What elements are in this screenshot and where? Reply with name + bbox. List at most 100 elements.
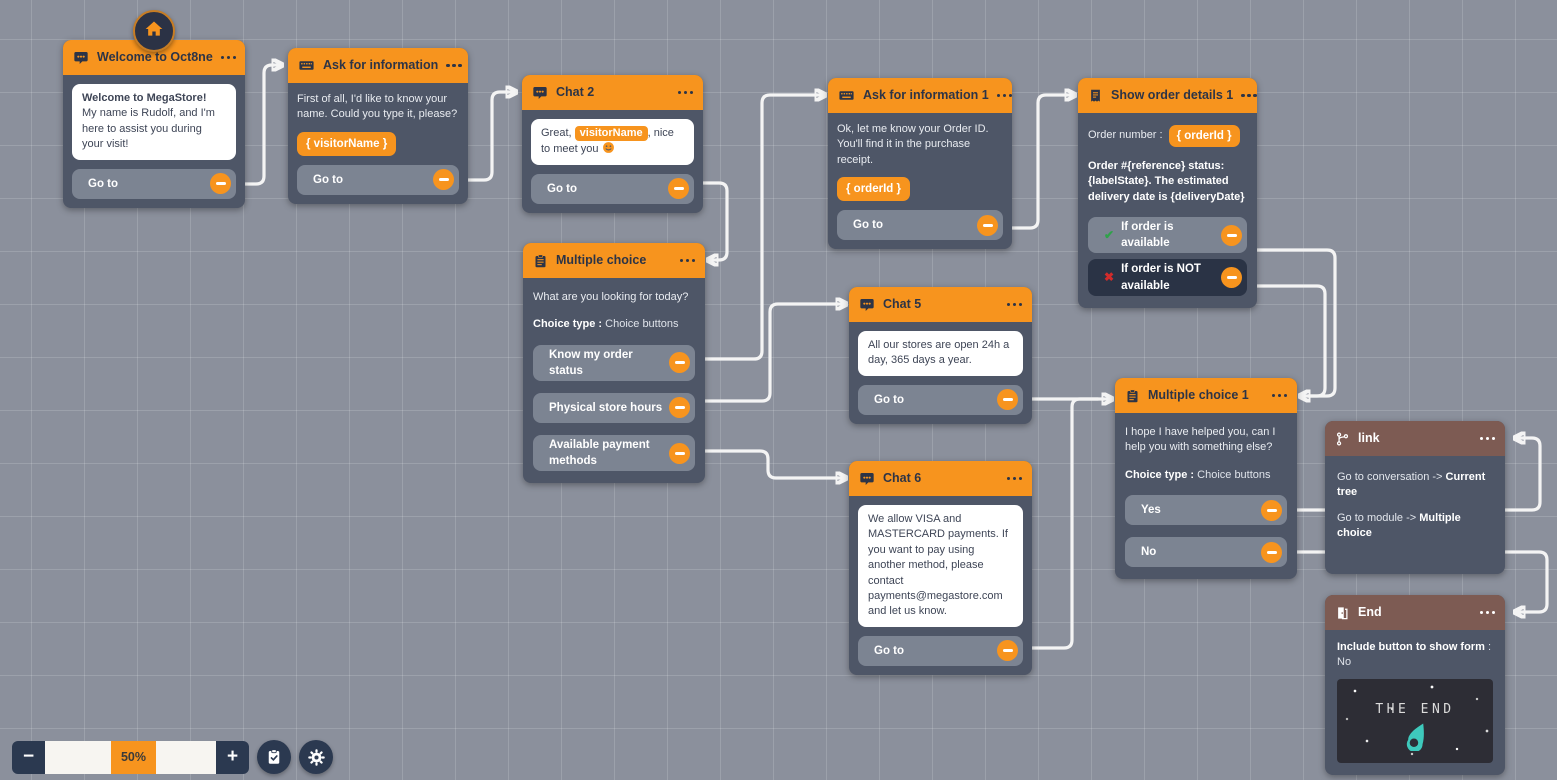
node-title: Multiple choice	[556, 252, 647, 267]
chat-message-card: All our stores are open 24h a day, 365 d…	[858, 331, 1023, 376]
remove-connection-icon[interactable]	[977, 214, 998, 236]
variable-tag: { orderId }	[837, 177, 910, 202]
node-multiple-choice-header[interactable]: Multiple choice	[523, 243, 705, 278]
node-title: Show order details 1	[1111, 87, 1234, 102]
zoom-slider[interactable]: 50%	[45, 740, 216, 774]
node-chat2-header[interactable]: Chat 2	[522, 75, 703, 110]
node-menu-icon[interactable]	[446, 63, 462, 68]
choice-option-button[interactable]: Yes	[1125, 495, 1287, 526]
home-icon	[144, 19, 164, 44]
node-welcome-header[interactable]: Welcome to Oct8ne	[63, 40, 245, 75]
node-end-header[interactable]: End	[1325, 595, 1505, 630]
node-ask-info1[interactable]: Ask for information 1 Ok, let me know yo…	[828, 78, 1013, 250]
message-body: My name is Rudolf, and I'm here to assis…	[82, 107, 215, 151]
variable-tag: { visitorName }	[297, 131, 397, 156]
include-form-line: Include button to show form : No	[1337, 641, 1491, 669]
node-chat2[interactable]: Chat 2 Great, visitorName, nice to meet …	[522, 75, 703, 213]
receipt-icon	[1091, 89, 1100, 102]
settings-button[interactable]	[299, 740, 333, 774]
node-show-order-details[interactable]: Show order details 1 Order number : { or…	[1078, 78, 1257, 308]
link-module-line: Go to module -> Multiple choice	[1337, 511, 1461, 540]
remove-connection-icon[interactable]	[997, 640, 1018, 662]
validate-flow-button[interactable]	[257, 740, 291, 774]
node-multiple-choice1-header[interactable]: Multiple choice 1	[1115, 378, 1297, 413]
node-chat6[interactable]: Chat 6 We allow VISA and MASTERCARD paym…	[849, 461, 1032, 675]
chat-icon	[74, 51, 88, 64]
question-text: Ok, let me know your Order ID. You'll fi…	[837, 123, 989, 166]
home-button[interactable]	[133, 10, 175, 52]
variable-chip: visitorName	[574, 126, 648, 142]
node-welcome[interactable]: Welcome to Oct8ne Welcome to MegaStore! …	[63, 40, 245, 208]
node-menu-icon[interactable]	[220, 55, 237, 60]
node-menu-icon[interactable]	[1479, 610, 1495, 615]
branch-icon	[1336, 431, 1349, 446]
node-multiple-choice[interactable]: Multiple choice What are you looking for…	[523, 243, 705, 484]
remove-connection-icon[interactable]	[1261, 499, 1282, 521]
chat-icon	[533, 86, 547, 99]
remove-connection-icon[interactable]	[669, 397, 690, 419]
order-status-text: Order #{reference} status: {labelState}.…	[1088, 160, 1245, 203]
chat-icon	[860, 472, 874, 485]
node-chat6-header[interactable]: Chat 6	[849, 461, 1032, 496]
node-title: Ask for information 1	[863, 87, 989, 102]
node-title: End	[1358, 604, 1382, 619]
node-menu-icon[interactable]	[1006, 476, 1022, 481]
node-title: Chat 5	[883, 296, 922, 311]
node-end[interactable]: End Include button to show form : No THE…	[1325, 595, 1505, 775]
node-chat5[interactable]: Chat 5 All our stores are open 24h a day…	[849, 287, 1032, 424]
node-link[interactable]: link Go to conversation -> Current tree …	[1325, 421, 1505, 574]
remove-connection-icon[interactable]	[997, 389, 1018, 411]
zoom-out-button[interactable]: −	[12, 740, 45, 774]
zoom-level-badge[interactable]: 50%	[111, 740, 156, 774]
question-text: What are you looking for today?	[533, 291, 689, 303]
remove-connection-icon[interactable]	[433, 169, 454, 191]
node-menu-icon[interactable]	[679, 258, 695, 263]
node-menu-icon[interactable]	[1271, 393, 1287, 398]
branch-order-available-button[interactable]: ✔ If order is available	[1088, 217, 1247, 254]
goto-button[interactable]: Go to	[858, 384, 1023, 415]
remove-connection-icon[interactable]	[669, 442, 690, 464]
node-menu-icon[interactable]	[1479, 436, 1495, 441]
node-title: Ask for information	[323, 57, 439, 72]
node-ask-info[interactable]: Ask for information First of all, I'd li…	[288, 48, 468, 204]
link-conversation-line: Go to conversation -> Current tree	[1337, 471, 1486, 499]
choice-option-button[interactable]: No	[1125, 537, 1287, 568]
goto-button[interactable]: Go to	[837, 210, 1003, 241]
node-menu-icon[interactable]	[996, 93, 1013, 98]
end-image: THE END	[1337, 678, 1493, 763]
remove-connection-icon[interactable]	[668, 178, 689, 200]
goto-button[interactable]: Go to	[858, 635, 1023, 666]
node-title: Chat 6	[883, 470, 922, 485]
variable-tag: { orderId }	[1168, 125, 1240, 148]
zoom-in-button[interactable]: +	[216, 740, 249, 774]
gear-icon	[307, 748, 325, 766]
goto-button[interactable]: Go to	[72, 168, 236, 199]
node-multiple-choice1[interactable]: Multiple choice 1 I hope I have helped y…	[1115, 378, 1297, 580]
node-title: link	[1358, 430, 1380, 445]
node-ask-info-header[interactable]: Ask for information	[288, 48, 468, 83]
choice-option-button[interactable]: Available payment methods	[533, 434, 695, 472]
goto-button[interactable]: Go to	[531, 173, 694, 204]
keyboard-icon	[299, 61, 314, 70]
node-chat5-header[interactable]: Chat 5	[849, 287, 1032, 322]
branch-order-not-available-button[interactable]: ✖ If order is NOT available	[1088, 259, 1247, 296]
node-show-order-header[interactable]: Show order details 1	[1078, 78, 1257, 113]
goto-button[interactable]: Go to	[297, 164, 459, 195]
remove-connection-icon[interactable]	[1221, 224, 1242, 246]
node-title: Multiple choice 1	[1148, 387, 1249, 402]
node-menu-icon[interactable]	[677, 90, 693, 95]
node-menu-icon[interactable]	[1241, 93, 1257, 98]
remove-connection-icon[interactable]	[210, 173, 231, 195]
remove-connection-icon[interactable]	[669, 352, 690, 374]
zoom-toolbar: − 50% +	[12, 740, 333, 774]
node-link-header[interactable]: link	[1325, 421, 1505, 456]
node-ask-info1-header[interactable]: Ask for information 1	[828, 78, 1013, 113]
remove-connection-icon[interactable]	[1261, 541, 1282, 563]
choice-option-button[interactable]: Know my order status	[533, 344, 695, 381]
node-menu-icon[interactable]	[1006, 302, 1022, 307]
choice-option-button[interactable]: Physical store hours	[533, 392, 695, 423]
remove-connection-icon[interactable]	[1221, 267, 1242, 289]
message-title: Welcome to MegaStore!	[82, 92, 207, 104]
